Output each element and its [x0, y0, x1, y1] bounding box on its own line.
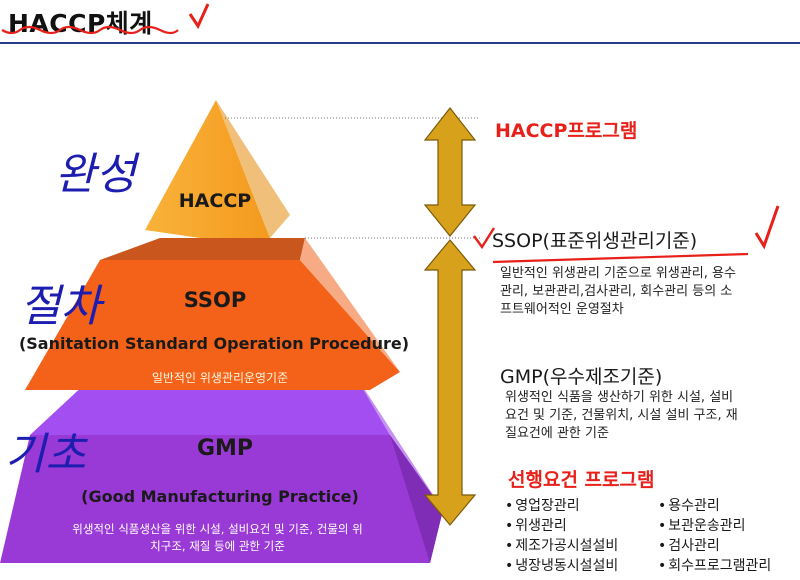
- gmp-tier-front: [0, 435, 443, 563]
- arrow-prereq-icon: [423, 239, 477, 526]
- ssop-tier-side: [300, 238, 400, 372]
- gmp-description-block: 위생적인 식품을 생산하기 위한 시설, 설비 요건 및 기준, 건물위치, 시…: [505, 389, 738, 443]
- ssop-description: 일반적인 위생관리운영기준: [151, 371, 289, 385]
- ssop-tier-top: [100, 238, 305, 260]
- title-annotations: [1, 3, 210, 35]
- title-red-squiggle: [1, 25, 179, 35]
- gmp-tier-side: [390, 435, 443, 563]
- handwriting-middle: 절차: [20, 281, 101, 332]
- ssop-checkmark-small-icon: [473, 227, 496, 250]
- gmp-description-line1: 위생적인 식품생산을 위한 시설, 설비요건 및 기준, 건물의 위: [72, 522, 363, 536]
- ssop-label: SSOP: [183, 288, 247, 312]
- haccp-program-title: HACCP프로그램: [495, 120, 638, 142]
- list-item: 검사관리: [658, 536, 771, 556]
- title-divider: [0, 42, 800, 44]
- haccp-label: HACCP: [178, 190, 252, 212]
- prereq-list-right: 용수관리 보관운송관리 검사관리 회수프로그램관리: [658, 496, 771, 576]
- handwriting-bottom: 기초: [5, 429, 86, 480]
- list-item: 냉장냉동시설설비: [505, 556, 618, 576]
- list-item: 용수관리: [658, 496, 771, 516]
- ssop-desc-line: 관리, 보관관리,검사관리, 회수관리 등의 소: [500, 284, 733, 299]
- gmp-full-name: (Good Manufacturing Practice): [81, 487, 359, 506]
- gmp-title: GMP(우수제조기준): [500, 366, 663, 388]
- gmp-desc-line: 요건 및 기준, 건물위치, 시설 설비 구조, 재: [505, 408, 738, 423]
- gmp-desc-line: 질요건에 관한 기준: [505, 426, 609, 441]
- haccp-tier-front: [145, 100, 270, 238]
- list-item: 제조가공시설설비: [505, 536, 618, 556]
- ssop-desc-line: 일반적인 위생관리 기준으로 위생관리, 용수: [500, 266, 736, 281]
- gmp-desc-line: 위생적인 식품을 생산하기 위한 시설, 설비: [505, 390, 734, 405]
- prereq-list-left: 영업장관리 위생관리 제조가공시설설비 냉장냉동시설설비: [505, 496, 618, 576]
- gmp-tier-side-top: [352, 370, 443, 510]
- ssop-full-name: (Sanitation Standard Operation Procedure…: [18, 334, 410, 353]
- ssop-desc-line: 프트웨어적인 운영절차: [500, 302, 624, 317]
- list-item: 보관운송관리: [658, 516, 771, 536]
- title-checkmark-icon: [188, 3, 210, 30]
- haccp-tier-side: [216, 100, 290, 238]
- gmp-label: GMP: [196, 436, 254, 461]
- arrow-haccp-icon: [423, 107, 477, 237]
- handwriting-top: 완성: [55, 149, 136, 200]
- ssop-tier-front: [25, 260, 400, 390]
- list-item: 회수프로그램관리: [658, 556, 771, 576]
- list-item: 영업장관리: [505, 496, 618, 516]
- gmp-description-line2: 치구조, 재질 등에 관한 기준: [150, 539, 285, 553]
- prereq-program-title: 선행요건 프로그램: [508, 469, 655, 491]
- ssop-checkmark-icon: [754, 205, 780, 250]
- ssop-description-block: 일반적인 위생관리 기준으로 위생관리, 용수 관리, 보관관리,검사관리, 회…: [500, 265, 736, 319]
- list-item: 위생관리: [505, 516, 618, 536]
- ssop-red-underline: [492, 252, 749, 264]
- ssop-title: SSOP(표준위생관리기준): [492, 230, 698, 252]
